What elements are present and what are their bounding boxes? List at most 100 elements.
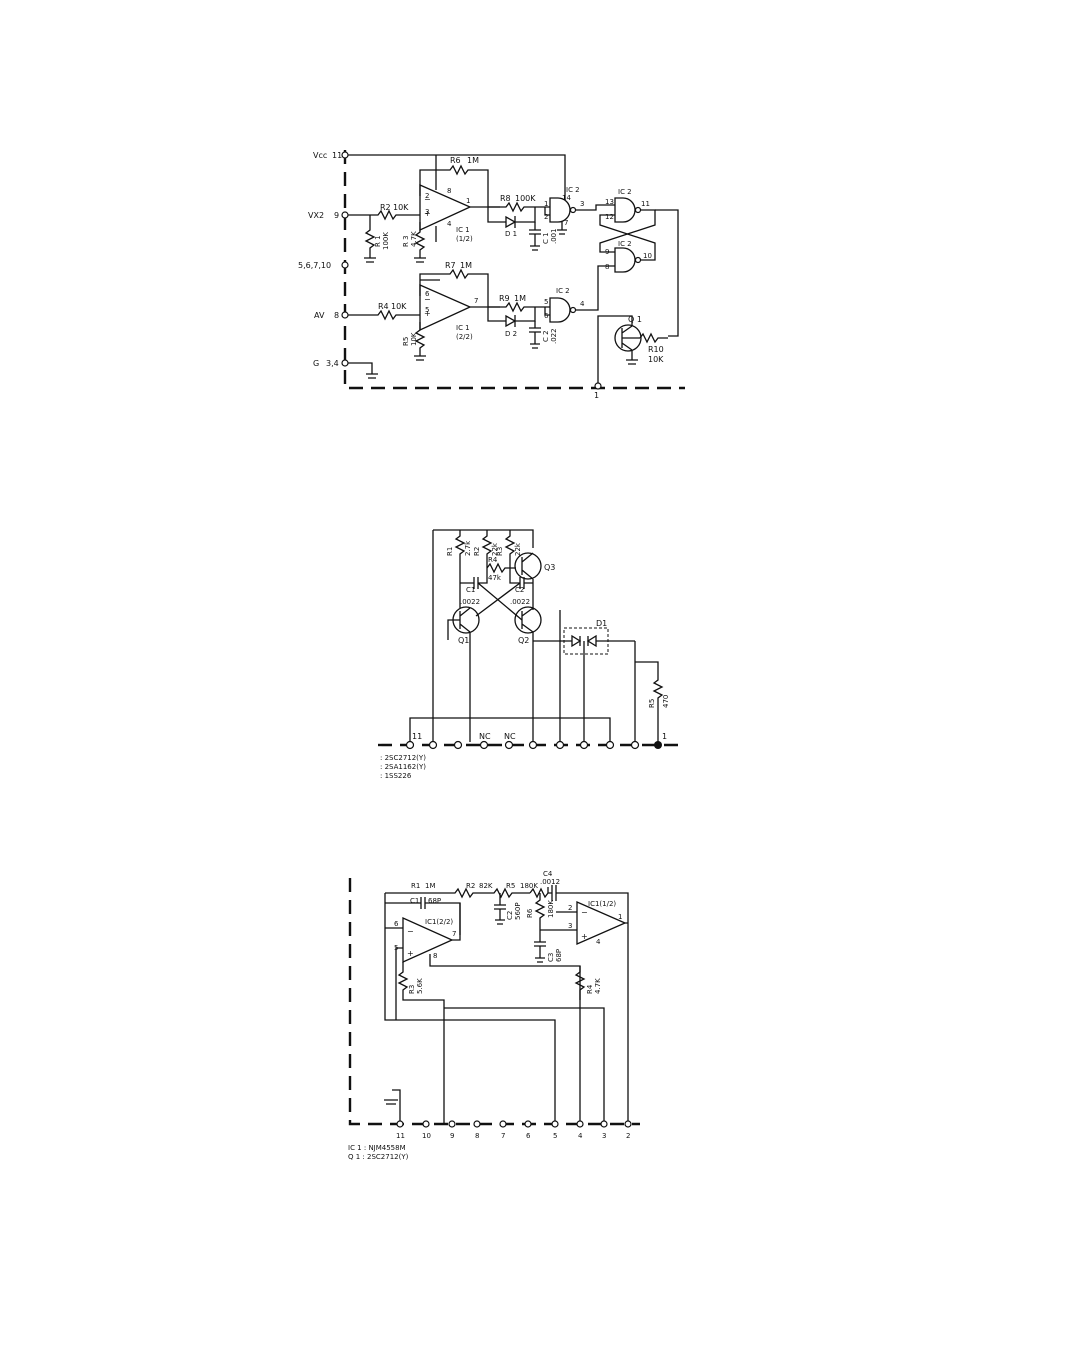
ic1a-part: (1/2) (456, 235, 473, 243)
c2-label-2: C2 (515, 586, 524, 594)
board-edge-3 (348, 878, 640, 1126)
latch-cross-b (599, 214, 656, 261)
ic2-latch-bottom-label: IC 2 (618, 240, 632, 248)
rail-top (433, 529, 534, 548)
r2-value-2: 22k (491, 542, 499, 556)
r1-ground (364, 257, 376, 263)
terminal-2-2 (428, 740, 438, 750)
parts-line-3: : 1SS226 (380, 772, 412, 780)
terminal-label-3: 3 (602, 1132, 606, 1140)
parts-line-2: : 2SA1162(Y) (380, 763, 426, 771)
c2-capacitor-3 (494, 893, 506, 925)
r4-resistor-3 (574, 966, 586, 1000)
ic-b-opamp (576, 901, 627, 945)
ic2-gate-b-out (576, 265, 615, 311)
r7-resistor (419, 268, 489, 307)
r4-resistor-2 (486, 562, 516, 574)
left-loop-wire (384, 893, 556, 1124)
terminal-label-6: 6 (526, 1132, 531, 1140)
r1-resistor-2 (454, 530, 466, 595)
r5-resistor-2 (634, 641, 664, 742)
ic1a-label: IC 1 (456, 226, 470, 234)
terminal-vcc (341, 151, 349, 159)
r3-value-3: 5.6K (416, 978, 424, 994)
terminal-1-2 (654, 741, 662, 749)
ic2-pin-3: 3 (580, 200, 584, 208)
r4-value: 10K (391, 302, 407, 311)
ic2-pin-2: 2 (544, 213, 548, 221)
c2-value: .022 (550, 328, 558, 344)
c3-label: C3 (547, 953, 555, 962)
parts-line-ic1: IC 1 : NJM4558M (348, 1144, 406, 1152)
q2-label: Q2 (518, 636, 529, 645)
ic2-pin-4: 4 (580, 300, 585, 308)
cross-coupling (475, 582, 523, 621)
r3-resistor-3 (397, 962, 605, 1124)
c1-capacitor-2 (460, 568, 488, 589)
terminal-av (341, 311, 349, 319)
d2-lead (487, 307, 506, 322)
ic2-gate-b-label: IC 2 (556, 287, 570, 295)
terminal-11-2 (405, 740, 415, 750)
ic1b-plus-sign: + (424, 309, 431, 318)
ic1b-opamp (419, 284, 472, 332)
ic2-input-a-wire (535, 206, 550, 216)
r6-value: 1M (467, 156, 479, 165)
ic2-gate-a-label: IC 2 (566, 186, 580, 194)
parts-line-1: : 2SC2712(Y) (380, 754, 426, 762)
r4-label-3: R4 (586, 984, 594, 994)
r2-value-3: 82K (479, 882, 493, 890)
r5-label: R5 (402, 337, 410, 346)
q1-transistor (614, 324, 642, 352)
terminal-8-3 (473, 1120, 481, 1128)
ic1a-pin-3: 3 (425, 208, 429, 216)
c1-capacitor (529, 222, 541, 251)
terminal-4-3 (576, 1120, 584, 1128)
ic2-pin-8: 8 (605, 263, 609, 271)
r10-label: R10 (648, 345, 664, 354)
ic2-latch-top-bubble (634, 206, 642, 214)
terminal-7-3 (499, 1120, 507, 1128)
r8-value: 100K (515, 194, 536, 203)
g-ground (348, 362, 378, 379)
ic-a-opamp (402, 916, 454, 964)
r5-resistor (414, 322, 426, 356)
ic-a-output (452, 903, 461, 941)
terminal-label-7: 7 (501, 1132, 505, 1140)
terminal-label-10: 10 (422, 1132, 431, 1140)
terminal-nc-b (504, 740, 514, 750)
c1-value-2: .0022 (460, 598, 480, 606)
r10-value: 10K (648, 355, 664, 364)
r6-label-3: R6 (526, 908, 534, 918)
latch-output-wire (655, 209, 679, 337)
q1-label: Q 1 (628, 315, 642, 324)
pin-11-label-2: 11 (412, 732, 422, 741)
r8-resistor (488, 201, 535, 213)
q1-collector-wire (597, 315, 633, 383)
r7-value: 1M (460, 261, 472, 270)
r5-value-2: 470 (662, 695, 670, 708)
r2-value: 10K (393, 203, 409, 212)
r3-value: 4.7K (410, 231, 418, 247)
d1-terminal-wires (559, 610, 585, 742)
ic-a-pin8-wire (429, 954, 581, 1124)
terminal-5-6-7-10 (341, 261, 349, 269)
r2-resistor (348, 209, 420, 221)
q3-leads (521, 552, 534, 610)
terminal-av-pin: 8 (334, 311, 339, 320)
terminal-7-2 (555, 740, 565, 750)
r3-ground (414, 257, 426, 263)
ic2-input-b-wire (535, 306, 550, 316)
ic1a-pin-4: 4 (447, 220, 452, 228)
r9-value: 1M (514, 294, 526, 303)
d2-diode (505, 314, 517, 328)
d1-diode-b (586, 634, 597, 648)
terminal-out (594, 382, 602, 390)
ic-b-pin-2: 2 (568, 904, 572, 912)
d1-label: D 1 (505, 230, 517, 238)
terminal-6-3 (524, 1120, 532, 1128)
ic-a-minus-sign: − (407, 927, 414, 936)
ic1a-plus-sign: + (424, 209, 431, 218)
terminal-vx2-label: VX2 (308, 211, 324, 220)
d1-diode (505, 215, 517, 229)
